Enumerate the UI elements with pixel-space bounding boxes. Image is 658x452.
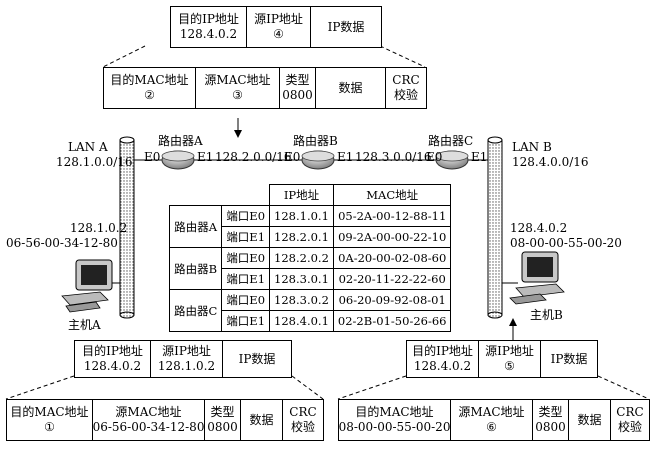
src-ip-field: 源IP地址 ④ xyxy=(247,7,311,47)
type-field: 类型 0800 xyxy=(205,400,241,440)
crc-field: CRC 校验 xyxy=(616,405,644,434)
router-cell: 路由器B xyxy=(168,247,223,290)
table-row: 路由器B 端口E0 128.2.0.2 0A-20-00-02-08-60 xyxy=(168,247,452,290)
table-row: 端口E1 128.2.0.1 09-2A-00-00-22-10 xyxy=(170,226,452,248)
host-a-name: 主机A xyxy=(68,318,101,332)
link-bc-network: 128.3.0.0/16 xyxy=(355,150,432,164)
bottom-right-frame: 目的MAC地址 08-00-00-55-00-20 源MAC地址 ⑥ 类型 08… xyxy=(338,399,650,441)
dst-ip-field: 目的IP地址 128.4.0.2 xyxy=(75,341,151,377)
src-mac-field: 源MAC地址 06-56-00-34-12-80 xyxy=(93,400,205,440)
router-a-label: 路由器A xyxy=(158,134,203,148)
port-cell: 端口E0 xyxy=(221,289,271,311)
crc-field: CRC 校验 xyxy=(392,73,420,102)
up-arrow-icon xyxy=(509,318,517,340)
top-frame: 目的MAC地址 ② 源MAC地址 ③ 类型 0800 数据 CRC 校验 xyxy=(103,67,427,109)
dst-mac-field: 目的MAC地址 ② xyxy=(104,68,196,108)
table-row: 路由器C 端口E0 128.3.0.2 06-20-09-92-08-01 xyxy=(168,289,452,332)
src-mac-field: 源MAC地址 ③ xyxy=(196,68,280,108)
lan-b-name: LAN B xyxy=(512,140,552,154)
data-field: 数据 xyxy=(569,400,611,440)
down-arrow-icon xyxy=(234,118,242,138)
data-field: 数据 xyxy=(241,400,283,440)
router-b-label: 路由器B xyxy=(293,134,338,148)
ip-cell: 128.2.0.1 xyxy=(269,226,334,248)
top-ip-packet: 目的IP地址 128.4.0.2 源IP地址 ④ IP数据 xyxy=(170,6,382,48)
host-b-name: 主机B xyxy=(530,308,563,322)
port-cell: 端口E0 xyxy=(221,247,271,269)
router-b-port-e0: E0 xyxy=(284,150,301,164)
bottom-left-ip-packet: 目的IP地址 128.4.0.2 源IP地址 128.1.0.2 IP数据 xyxy=(74,340,292,378)
router-a-port-e0: E0 xyxy=(144,150,161,164)
router-a-icon xyxy=(161,150,195,170)
ip-cell: 128.1.0.1 xyxy=(269,205,334,227)
host-b-mac: 08-00-00-55-00-20 xyxy=(510,236,622,250)
router-c-port-e0: E0 xyxy=(426,150,443,164)
port-cell: 端口E1 xyxy=(221,310,271,332)
router-c-port-e1: E1 xyxy=(471,150,488,164)
host-a-computer-icon xyxy=(61,259,120,313)
host-a-mac: 06-56-00-34-12-80 xyxy=(6,236,118,250)
lan-b-network: 128.4.0.0/16 xyxy=(512,155,589,169)
port-cell: 端口E1 xyxy=(221,268,271,290)
host-b-ip: 128.4.0.2 xyxy=(510,221,568,235)
mac-cell: 02-2B-01-50-26-66 xyxy=(332,310,452,332)
ip-cell: 128.2.0.2 xyxy=(269,247,334,269)
host-a-ip: 128.1.0.2 xyxy=(70,221,128,235)
dst-mac-field: 目的MAC地址 ① xyxy=(7,400,93,440)
ip-cell: 128.3.0.2 xyxy=(269,289,334,311)
dst-ip-field: 目的IP地址 128.4.0.2 xyxy=(171,7,247,47)
table-row: 端口E1 128.3.0.1 02-20-11-22-22-60 xyxy=(170,268,452,290)
router-b-port-e1: E1 xyxy=(337,150,354,164)
ip-cell: 128.3.0.1 xyxy=(269,268,334,290)
mac-cell: 06-20-09-92-08-01 xyxy=(332,289,452,311)
bottom-right-ip-packet: 目的IP地址 128.4.0.2 源IP地址 ⑤ IP数据 xyxy=(406,340,598,378)
router-c-icon xyxy=(435,150,469,170)
lan-b-cable xyxy=(487,136,503,319)
ip-cell: 128.4.0.1 xyxy=(269,310,334,332)
table-header-row: IP地址 MAC地址 xyxy=(170,184,452,206)
type-field: 类型 0800 xyxy=(533,400,569,440)
router-cell: 路由器A xyxy=(168,205,223,248)
router-b-icon xyxy=(301,150,335,170)
table-row: 路由器A 端口E0 128.1.0.1 05-2A-00-12-88-11 xyxy=(168,205,452,248)
link-ab-network: 128.2.0.0/16 xyxy=(215,150,292,164)
host-b-computer-icon xyxy=(502,251,565,305)
router-cell: 路由器C xyxy=(168,289,223,332)
mac-cell: 02-20-11-22-22-60 xyxy=(332,268,452,290)
bottom-left-frame: 目的MAC地址 ① 源MAC地址 06-56-00-34-12-80 类型 08… xyxy=(6,399,324,441)
type-field: 类型 0800 xyxy=(280,68,316,108)
header-mac: MAC地址 xyxy=(332,184,452,206)
ip-data-field: IP数据 xyxy=(238,351,276,366)
src-ip-field: 源IP地址 ⑤ xyxy=(479,341,541,377)
header-ip: IP地址 xyxy=(269,184,334,206)
table-row: 端口E1 128.4.0.1 02-2B-01-50-26-66 xyxy=(170,310,452,332)
crc-field: CRC 校验 xyxy=(289,405,317,434)
router-c-label: 路由器C xyxy=(428,134,474,148)
router-address-table: IP地址 MAC地址 路由器A 端口E0 128.1.0.1 05-2A-00-… xyxy=(168,184,452,332)
src-ip-field: 源IP地址 128.1.0.2 xyxy=(151,341,223,377)
ip-data-field: IP数据 xyxy=(327,19,365,34)
lan-a-cable xyxy=(119,136,135,319)
lan-a-network: 128.1.0.0/16 xyxy=(56,155,133,169)
port-cell: 端口E0 xyxy=(221,205,271,227)
port-cell: 端口E1 xyxy=(221,226,271,248)
data-field: 数据 xyxy=(316,68,386,108)
lan-a-name: LAN A xyxy=(68,140,108,154)
dst-ip-field: 目的IP地址 128.4.0.2 xyxy=(407,341,479,377)
ip-data-field: IP数据 xyxy=(550,351,588,366)
src-mac-field: 源MAC地址 ⑥ xyxy=(451,400,533,440)
mac-cell: 0A-20-00-02-08-60 xyxy=(332,247,452,269)
mac-cell: 09-2A-00-00-22-10 xyxy=(332,226,452,248)
dst-mac-field: 目的MAC地址 08-00-00-55-00-20 xyxy=(339,400,451,440)
mac-cell: 05-2A-00-12-88-11 xyxy=(332,205,452,227)
router-a-port-e1: E1 xyxy=(197,150,214,164)
